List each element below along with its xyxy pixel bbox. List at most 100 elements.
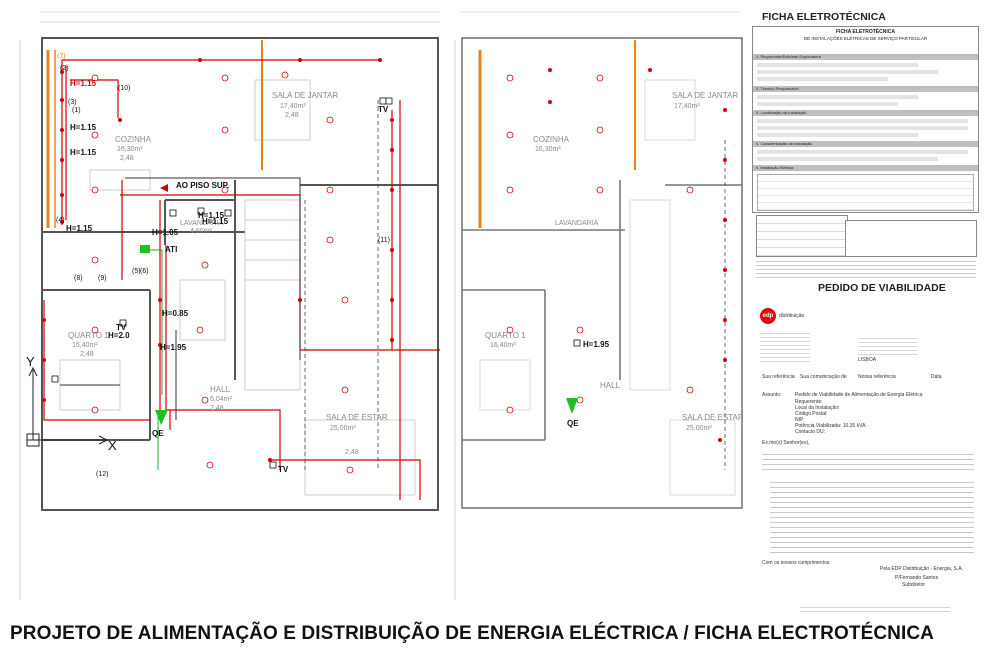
field-contacto: Contacto DU: bbox=[795, 429, 826, 435]
circuit-9: (9) bbox=[98, 275, 107, 282]
room-name-sala-jantar: SALA DE JANTAR bbox=[272, 91, 338, 100]
room-name-lavandaria: LAVANDARIA bbox=[180, 220, 224, 227]
greeting: Ex.mo(s) Senhor(es), bbox=[762, 440, 810, 446]
dimension-lines bbox=[19, 11, 440, 600]
edp-footer bbox=[800, 604, 950, 612]
circuit-5: (5) bbox=[132, 268, 141, 275]
ficha-title: FICHA ELETROTÉCNICA bbox=[762, 11, 886, 23]
height-annotation-1: H=1.15 bbox=[70, 79, 97, 88]
field-nip: NIP: bbox=[795, 417, 805, 423]
circuit-2: (2) bbox=[60, 65, 69, 72]
ref-room-quarto-area: 16,40m² bbox=[490, 342, 516, 349]
ati-symbol bbox=[140, 245, 150, 253]
floor-plan-reference: COZINHA 16,30m² SALA DE JANTAR 17,40m² L… bbox=[454, 11, 744, 600]
height-annotation-5: H=1.15 bbox=[198, 211, 225, 220]
ref-room-cozinha-area: 16,30m² bbox=[535, 146, 561, 153]
field-local: Local da Instalação: bbox=[795, 405, 840, 411]
sender-address bbox=[760, 330, 810, 364]
furniture-outlines bbox=[59, 79, 416, 496]
room-area-lavandaria: 4,60m² bbox=[190, 228, 212, 235]
field-cp: Código Postal: bbox=[795, 411, 828, 417]
circuit-4: (4) bbox=[56, 217, 65, 224]
form-line bbox=[757, 157, 938, 161]
lights-ref bbox=[506, 74, 694, 414]
room-name-sala-estar: SALA DE ESTAR bbox=[326, 413, 388, 422]
ref-room-cozinha: COZINHA bbox=[533, 135, 570, 144]
form-line bbox=[757, 63, 918, 67]
form-line bbox=[757, 95, 918, 99]
room-h-cozinha: 2,48 bbox=[120, 155, 134, 162]
circuit-1: (1) bbox=[72, 107, 81, 114]
tv-label-quarto: TV bbox=[116, 323, 127, 332]
axis-y-label: Y bbox=[26, 354, 35, 369]
ref-qe-symbol bbox=[566, 398, 578, 414]
assunto-text: Pedido de Viabilidade de Alimentação de … bbox=[795, 392, 923, 398]
room-h-sala-estar: 2,48 bbox=[345, 449, 359, 456]
declaration-box bbox=[845, 220, 977, 257]
ati-label: ATI bbox=[165, 245, 177, 254]
room-h-quarto: 2,48 bbox=[80, 351, 94, 358]
room-name-cozinha: COZINHA bbox=[115, 135, 152, 144]
recipient-address bbox=[858, 335, 918, 355]
form-title-1: FICHA ELETROTÉCNICA bbox=[836, 29, 895, 35]
walls bbox=[41, 37, 439, 511]
circuit-3: (3) bbox=[68, 99, 77, 106]
axis-x-label: X bbox=[108, 438, 117, 453]
circuit-12: (12) bbox=[96, 471, 108, 478]
ref-room-sala-estar-area: 25,00m² bbox=[686, 425, 712, 432]
signature-line-2: P/Fernando Santos bbox=[895, 575, 939, 581]
pedido-title: PEDIDO DE VIABILIDADE bbox=[818, 282, 946, 294]
tv-label-sala-jantar: TV bbox=[378, 105, 389, 114]
circuit-11: (11) bbox=[378, 237, 390, 244]
form-line bbox=[757, 70, 938, 74]
walls-ref bbox=[461, 37, 743, 509]
installation-table bbox=[757, 174, 974, 211]
edp-logo: edp bbox=[760, 308, 776, 324]
ficha-footnotes bbox=[756, 258, 976, 278]
ref-1: Sua referência bbox=[762, 374, 795, 380]
ref-2: Sua comunicação de bbox=[800, 374, 847, 380]
ref-room-sala-jantar-area: 17,40m² bbox=[674, 103, 700, 110]
room-name-hall: HALL bbox=[210, 385, 231, 394]
form-section-5: 5. Instalação Elétrica bbox=[753, 165, 978, 171]
form-line bbox=[757, 119, 968, 123]
height-annotation-4: H=1.15 bbox=[66, 224, 93, 233]
room-area-hall: 6,04m² bbox=[210, 396, 232, 403]
tv-label-sala-estar: TV bbox=[278, 465, 289, 474]
assunto-label: Assunto: bbox=[762, 392, 782, 398]
ficha-form: FICHA ELETROTÉCNICA DE INSTALAÇÕES ELÉTR… bbox=[752, 26, 979, 213]
form-line bbox=[757, 126, 968, 130]
light-fixtures bbox=[91, 71, 354, 474]
ao-piso-sup-label: AO PISO SUP. bbox=[176, 181, 229, 190]
city-label: LISBOA bbox=[858, 357, 877, 363]
ref-room-sala-estar: SALA DE ESTAR bbox=[682, 413, 744, 422]
room-area-sala-jantar: 17,40m² bbox=[280, 103, 306, 110]
socket-outlets bbox=[42, 58, 394, 462]
circuit-wiring-red bbox=[43, 59, 440, 500]
circuit-8: (8) bbox=[74, 275, 83, 282]
closing: Com os nossos cumprimentos. bbox=[762, 560, 831, 566]
form-title-2: DE INSTALAÇÕES ELÉTRICAS DE SERVIÇO PART… bbox=[803, 36, 928, 41]
ref-room-hall: HALL bbox=[600, 381, 621, 390]
drawing-title: PROJETO DE ALIMENTAÇÃO E DISTRIBUIÇÃO DE… bbox=[10, 623, 935, 644]
tv-height-annotation: H=2.0 bbox=[108, 331, 130, 340]
room-name-quarto: QUARTO 1 bbox=[68, 331, 109, 340]
ref-height-h195: H=1.95 bbox=[583, 340, 610, 349]
ref-room-sala-jantar: SALA DE JANTAR bbox=[672, 91, 738, 100]
ref-room-lavandaria: LAVANDARIA bbox=[555, 220, 599, 227]
axes-symbol bbox=[26, 366, 109, 447]
room-h-sala-jantar: 2,48 bbox=[285, 112, 299, 119]
form-line bbox=[757, 150, 968, 154]
room-area-cozinha: 16,30m² bbox=[117, 146, 143, 153]
sockets-ref bbox=[548, 68, 727, 442]
ref-3: Nossa referência bbox=[858, 374, 896, 380]
ref-qe-label: QE bbox=[567, 419, 579, 428]
circuit-wiring-green bbox=[150, 249, 163, 470]
height-annotation-3: H=1.15 bbox=[70, 148, 97, 157]
body-list bbox=[770, 478, 974, 556]
ref-4: Data bbox=[931, 374, 942, 380]
ref-socket bbox=[573, 339, 581, 347]
circuit-10: (10) bbox=[118, 85, 130, 92]
height-annotation-h105: H=1.05 bbox=[152, 228, 179, 237]
form-section-2: 2. Técnico Responsável bbox=[753, 86, 978, 92]
